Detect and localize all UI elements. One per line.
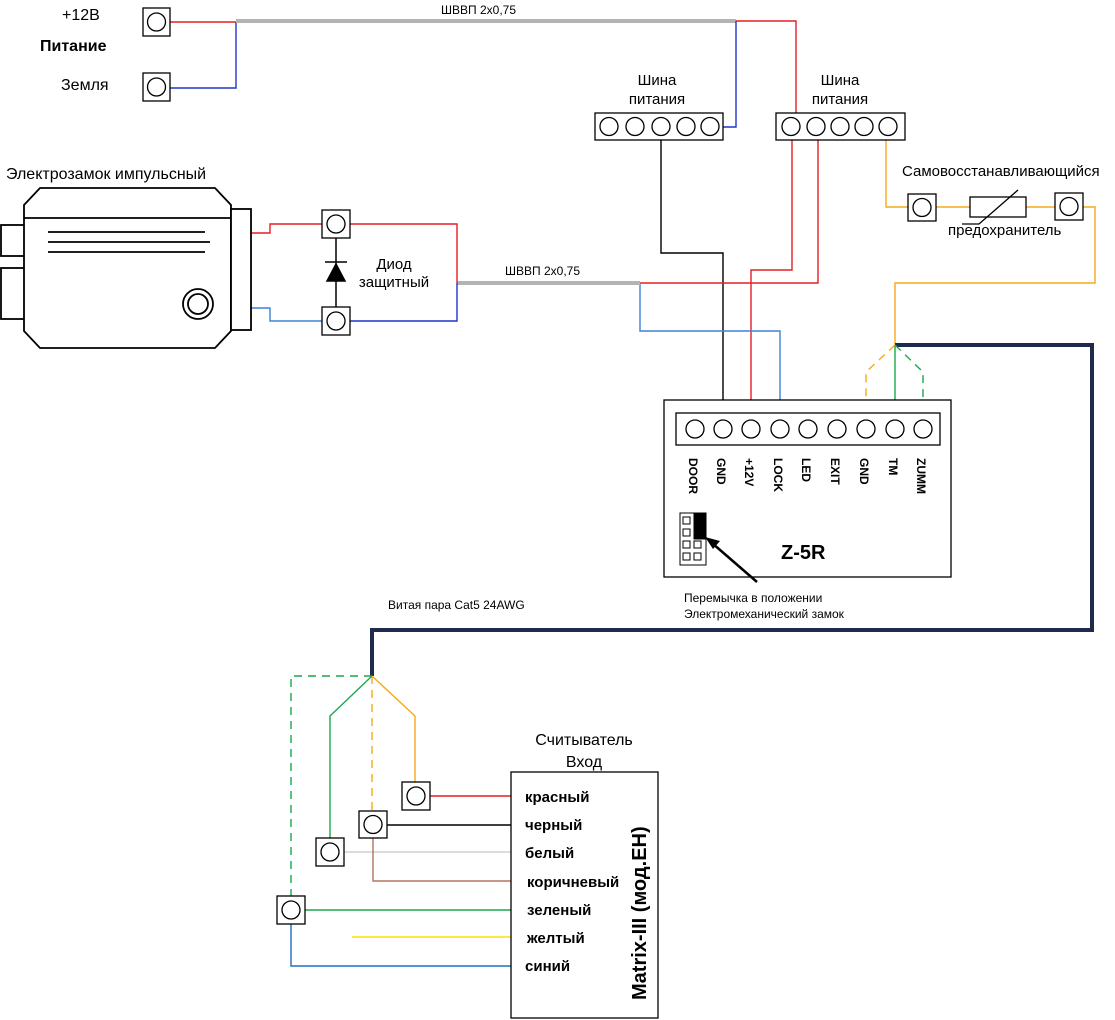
bus-red-to-lock-wire	[640, 133, 819, 284]
controller-name: Z-5R	[781, 542, 826, 564]
power-cable-label: ШВВП 2х0,75	[441, 3, 516, 17]
power-ground-terminal	[142, 72, 171, 102]
fuse-icon	[962, 189, 1027, 225]
cable-red-to-right-bus	[736, 20, 797, 114]
fuse-label-1: Самовосстанавливающийся	[902, 163, 1100, 180]
fuse-label-2: предохранитель	[948, 222, 1062, 239]
controller-z5r: DOOR GND +12V LOCK LED EXIT GND TM ZUMM …	[663, 399, 952, 583]
lock-blue-wire	[639, 283, 781, 428]
diode-label-1: Диод	[376, 256, 412, 273]
reader-wire-blue: синий	[525, 958, 570, 975]
reader-wire-black: черный	[525, 817, 582, 834]
reader-green-solid	[329, 675, 373, 849]
power-plus-terminal	[142, 7, 171, 37]
cable-blue-to-left-bus	[718, 21, 737, 128]
jumper-block-icon	[679, 512, 707, 566]
jumper-note-2: Электромеханический замок	[684, 607, 845, 621]
reader-model: Matrix-III (мод.EH)	[629, 826, 651, 1000]
diode-label-2: защитный	[359, 274, 429, 291]
lock-title: Электрозамок импульсный	[6, 166, 206, 183]
left-bus-label-1: Шина	[638, 72, 677, 89]
pin-label-lock: LOCK	[771, 458, 785, 492]
fuse-in-terminal	[907, 193, 937, 222]
reader-title-1: Считыватель	[535, 732, 633, 749]
diode-icon	[325, 238, 347, 307]
fuse-out-terminal	[1054, 192, 1084, 221]
reader-orange-solid	[371, 675, 416, 795]
pin-label-door: DOOR	[686, 458, 700, 494]
diode-bottom-terminal	[321, 306, 351, 336]
power-ground-label: Земля	[61, 77, 109, 94]
pin-label-zumm: ZUMM	[914, 458, 928, 494]
right-bus-label-2: питания	[812, 91, 868, 108]
fuse-out-orange-wire	[894, 206, 1096, 345]
pin-label-plus12v: +12V	[742, 458, 756, 486]
twisted-pair-cable	[370, 343, 1094, 676]
pin-label-gnd-2: GND	[857, 458, 871, 485]
wires	[170, 19, 1096, 967]
controller-pin-labels: DOOR GND +12V LOCK LED EXIT GND TM ZUMM	[686, 458, 928, 494]
lock-cable-label: ШВВП 2х0,75	[505, 264, 580, 278]
reader-green-dash	[290, 675, 372, 907]
right-power-bus	[775, 112, 906, 141]
controller-terminals	[685, 419, 933, 439]
jumper-arrow	[705, 537, 758, 583]
reader-title-2: Вход	[566, 754, 603, 771]
right-bus-label-1: Шина	[821, 72, 860, 89]
reader-wire-white: белый	[525, 845, 574, 862]
reader-wire-yellow: желтый	[526, 930, 585, 947]
pin-label-exit: EXIT	[828, 458, 842, 485]
reader-wire-red: красный	[525, 789, 589, 806]
reader-white-terminal	[315, 837, 345, 867]
power-title: Питание	[40, 38, 107, 55]
lock-blue-wire-left	[250, 307, 336, 322]
electric-lock-icon	[0, 187, 252, 349]
twisted-pair-label: Витая пара Cat5 24AWG	[388, 598, 525, 612]
diode-blue-wire	[336, 283, 458, 322]
power-plus-label: +12В	[62, 7, 100, 24]
lock-red-wire	[250, 223, 458, 283]
gnd-black-wire	[660, 133, 724, 428]
reader-green-terminal	[276, 895, 306, 925]
reader-wire-green: зеленый	[527, 902, 591, 919]
left-bus-label-2: питания	[629, 91, 685, 108]
reader-brown-wire	[372, 836, 511, 882]
plus12-red-wire	[750, 133, 793, 428]
diode-top-terminal	[321, 209, 351, 239]
pin-label-gnd: GND	[714, 458, 728, 485]
reader-wire-brown: коричневый	[527, 874, 619, 891]
reader-blue-wire	[290, 924, 511, 967]
pin-label-led: LED	[799, 458, 813, 482]
jumper-note-1: Перемычка в положении	[684, 591, 822, 605]
reader-matrix-iii: Matrix-III (мод.EH)	[510, 771, 659, 1019]
pin-label-tm: TM	[886, 458, 900, 475]
left-power-bus	[594, 112, 724, 141]
reader-wire-labels: красный черный белый коричневый зеленый …	[525, 789, 619, 975]
reader-black-terminal	[358, 810, 388, 839]
power-ground-wire	[170, 22, 237, 89]
reader-red-terminal	[401, 781, 431, 811]
